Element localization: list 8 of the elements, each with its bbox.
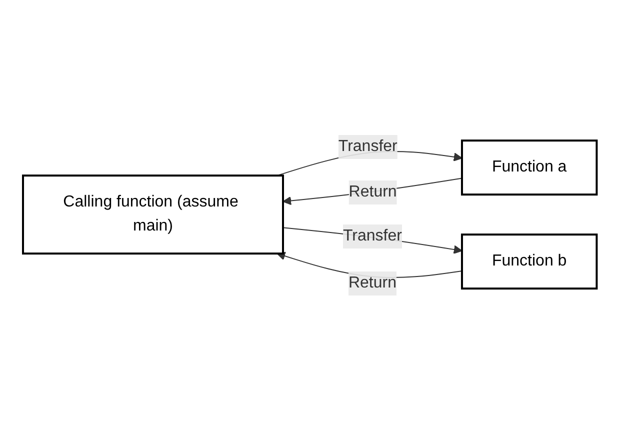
node-box: Function b <box>461 234 598 290</box>
node-box: Function a <box>461 140 598 196</box>
arrow <box>282 178 463 206</box>
edge-label: Transfer <box>338 138 398 156</box>
edge-label: Transfer <box>343 228 402 245</box>
node-box: Calling function (assume main) <box>22 174 284 255</box>
edge-label: Return <box>348 184 397 201</box>
edge-label: Return <box>348 274 397 292</box>
